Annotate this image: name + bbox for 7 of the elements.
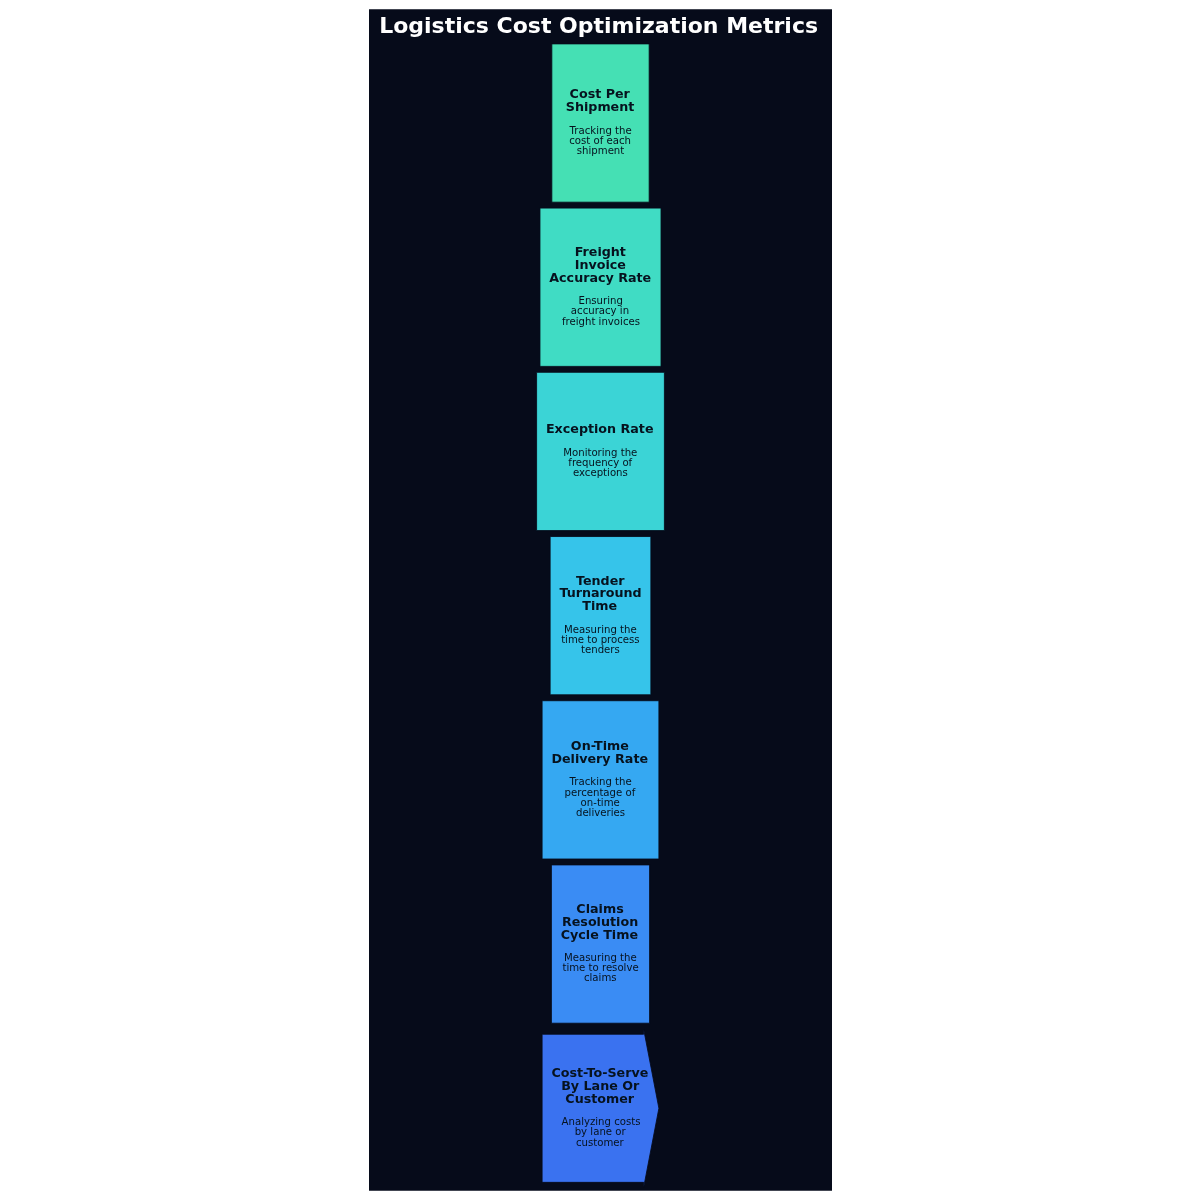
node-box: Exception Rate Monitoring the frequency of exceptions [535, 371, 665, 531]
node-box: Cost Per Shipment Tracking the cost of each shipment [550, 43, 650, 203]
node-box: Tender Turnaround Time Measuring the time to process tenders [549, 536, 651, 696]
node-box: On-Time Delivery Rate Tracking the percentage of on-time deliveries [541, 700, 659, 860]
node-box: Claims Resolution Cycle Time Measuring the time to resolve claims [550, 864, 650, 1024]
diagram-title: Logistics Cost Optimization Metrics [378, 12, 818, 38]
node-box: Freight Invoice Accuracy Rate Ensuring accuracy in freight invoices [539, 207, 661, 367]
